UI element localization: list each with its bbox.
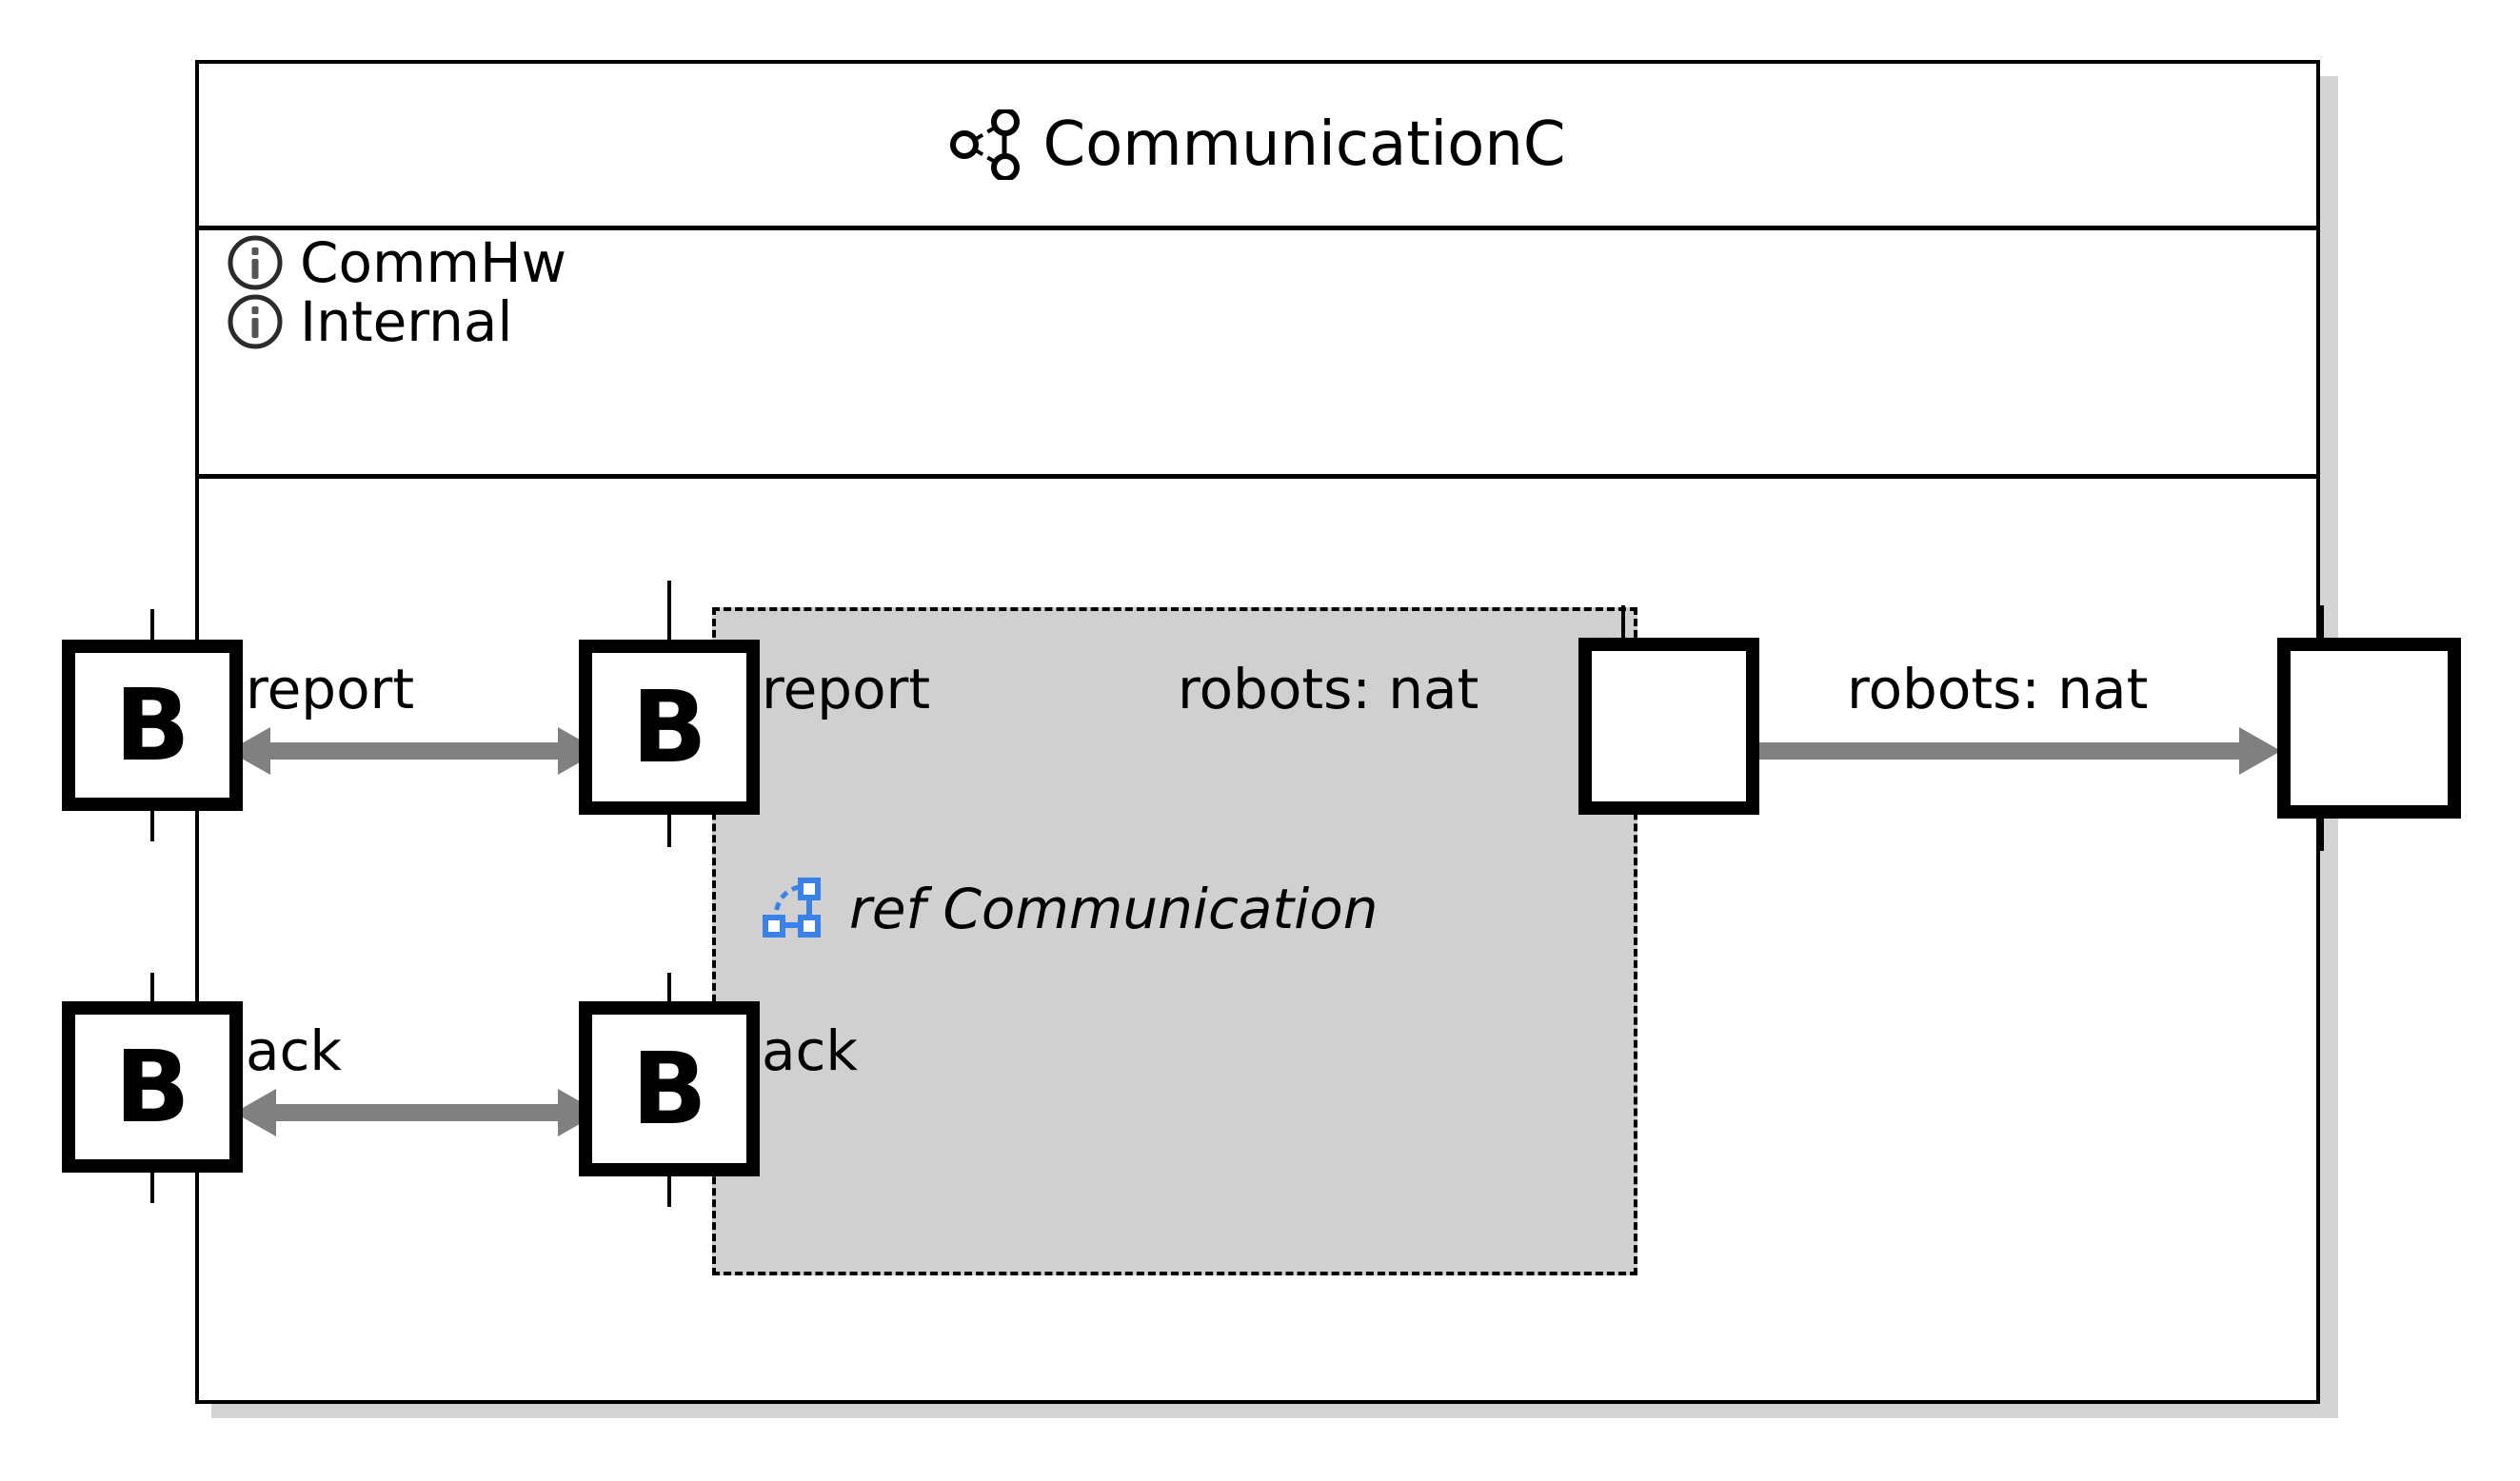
label-report-internal: report: [762, 657, 931, 721]
port-stub-top-b1: [150, 609, 154, 645]
port-stub-top-b2: [667, 581, 671, 643]
connector-ack-line: [276, 1104, 558, 1121]
properties-divider: [199, 474, 2316, 479]
port-letter: B: [114, 667, 190, 783]
reference-label: ref Communication: [849, 877, 1379, 941]
port-letter: B: [631, 669, 707, 785]
port-letter: B: [114, 1029, 190, 1145]
port-stub-bottom-w2: [2320, 813, 2324, 851]
port-stub-top-b3: [150, 973, 154, 1007]
info-icon: [226, 233, 285, 292]
component-properties: CommHw Internal: [226, 233, 1082, 351]
property-label-commhw: CommHw: [300, 230, 567, 295]
port-stub-bottom-b4: [667, 1171, 671, 1207]
port-stub-bottom-b2: [667, 809, 671, 847]
port-robots-external[interactable]: [2277, 638, 2461, 819]
connector-robots-nat-arrow-right: [2239, 727, 2281, 775]
property-label-internal: Internal: [300, 289, 513, 354]
port-stub-bottom-b3: [150, 1169, 154, 1203]
port-stub-top-b4: [667, 973, 671, 1007]
component-network-icon: [949, 108, 1023, 182]
port-report-internal[interactable]: B: [579, 640, 760, 815]
port-ack-external[interactable]: B: [62, 1001, 243, 1173]
header-divider: [199, 226, 2316, 230]
port-stub-top-w1: [1621, 605, 1625, 643]
reference-label-wrap: ref Communication: [762, 876, 1379, 942]
label-ack-external: ack: [246, 1018, 343, 1083]
component-title: CommunicationC: [1042, 109, 1566, 180]
port-letter: B: [631, 1031, 707, 1147]
property-row-internal[interactable]: Internal: [226, 292, 1082, 351]
port-robots-internal[interactable]: [1578, 638, 1759, 815]
label-robots-external: robots: nat: [1847, 657, 2149, 721]
label-robots-internal: robots: nat: [1178, 657, 1479, 721]
property-row-commhw[interactable]: CommHw: [226, 233, 1082, 292]
port-ack-internal[interactable]: B: [579, 1001, 760, 1176]
port-stub-bottom-b1: [150, 805, 154, 841]
reference-frame-communication[interactable]: ref Communication: [712, 607, 1637, 1275]
reference-network-icon: [762, 876, 832, 942]
component-title-wrap: CommunicationC: [949, 108, 1566, 182]
component-header: CommunicationC: [199, 64, 2316, 226]
port-report-external[interactable]: B: [62, 640, 243, 811]
connector-report-line: [270, 742, 558, 760]
label-ack-internal: ack: [762, 1018, 859, 1083]
connector-robots-nat-line: [1759, 742, 2239, 760]
port-stub-top-w2: [2320, 605, 2324, 643]
info-icon: [226, 292, 285, 351]
label-report-external: report: [246, 657, 415, 721]
